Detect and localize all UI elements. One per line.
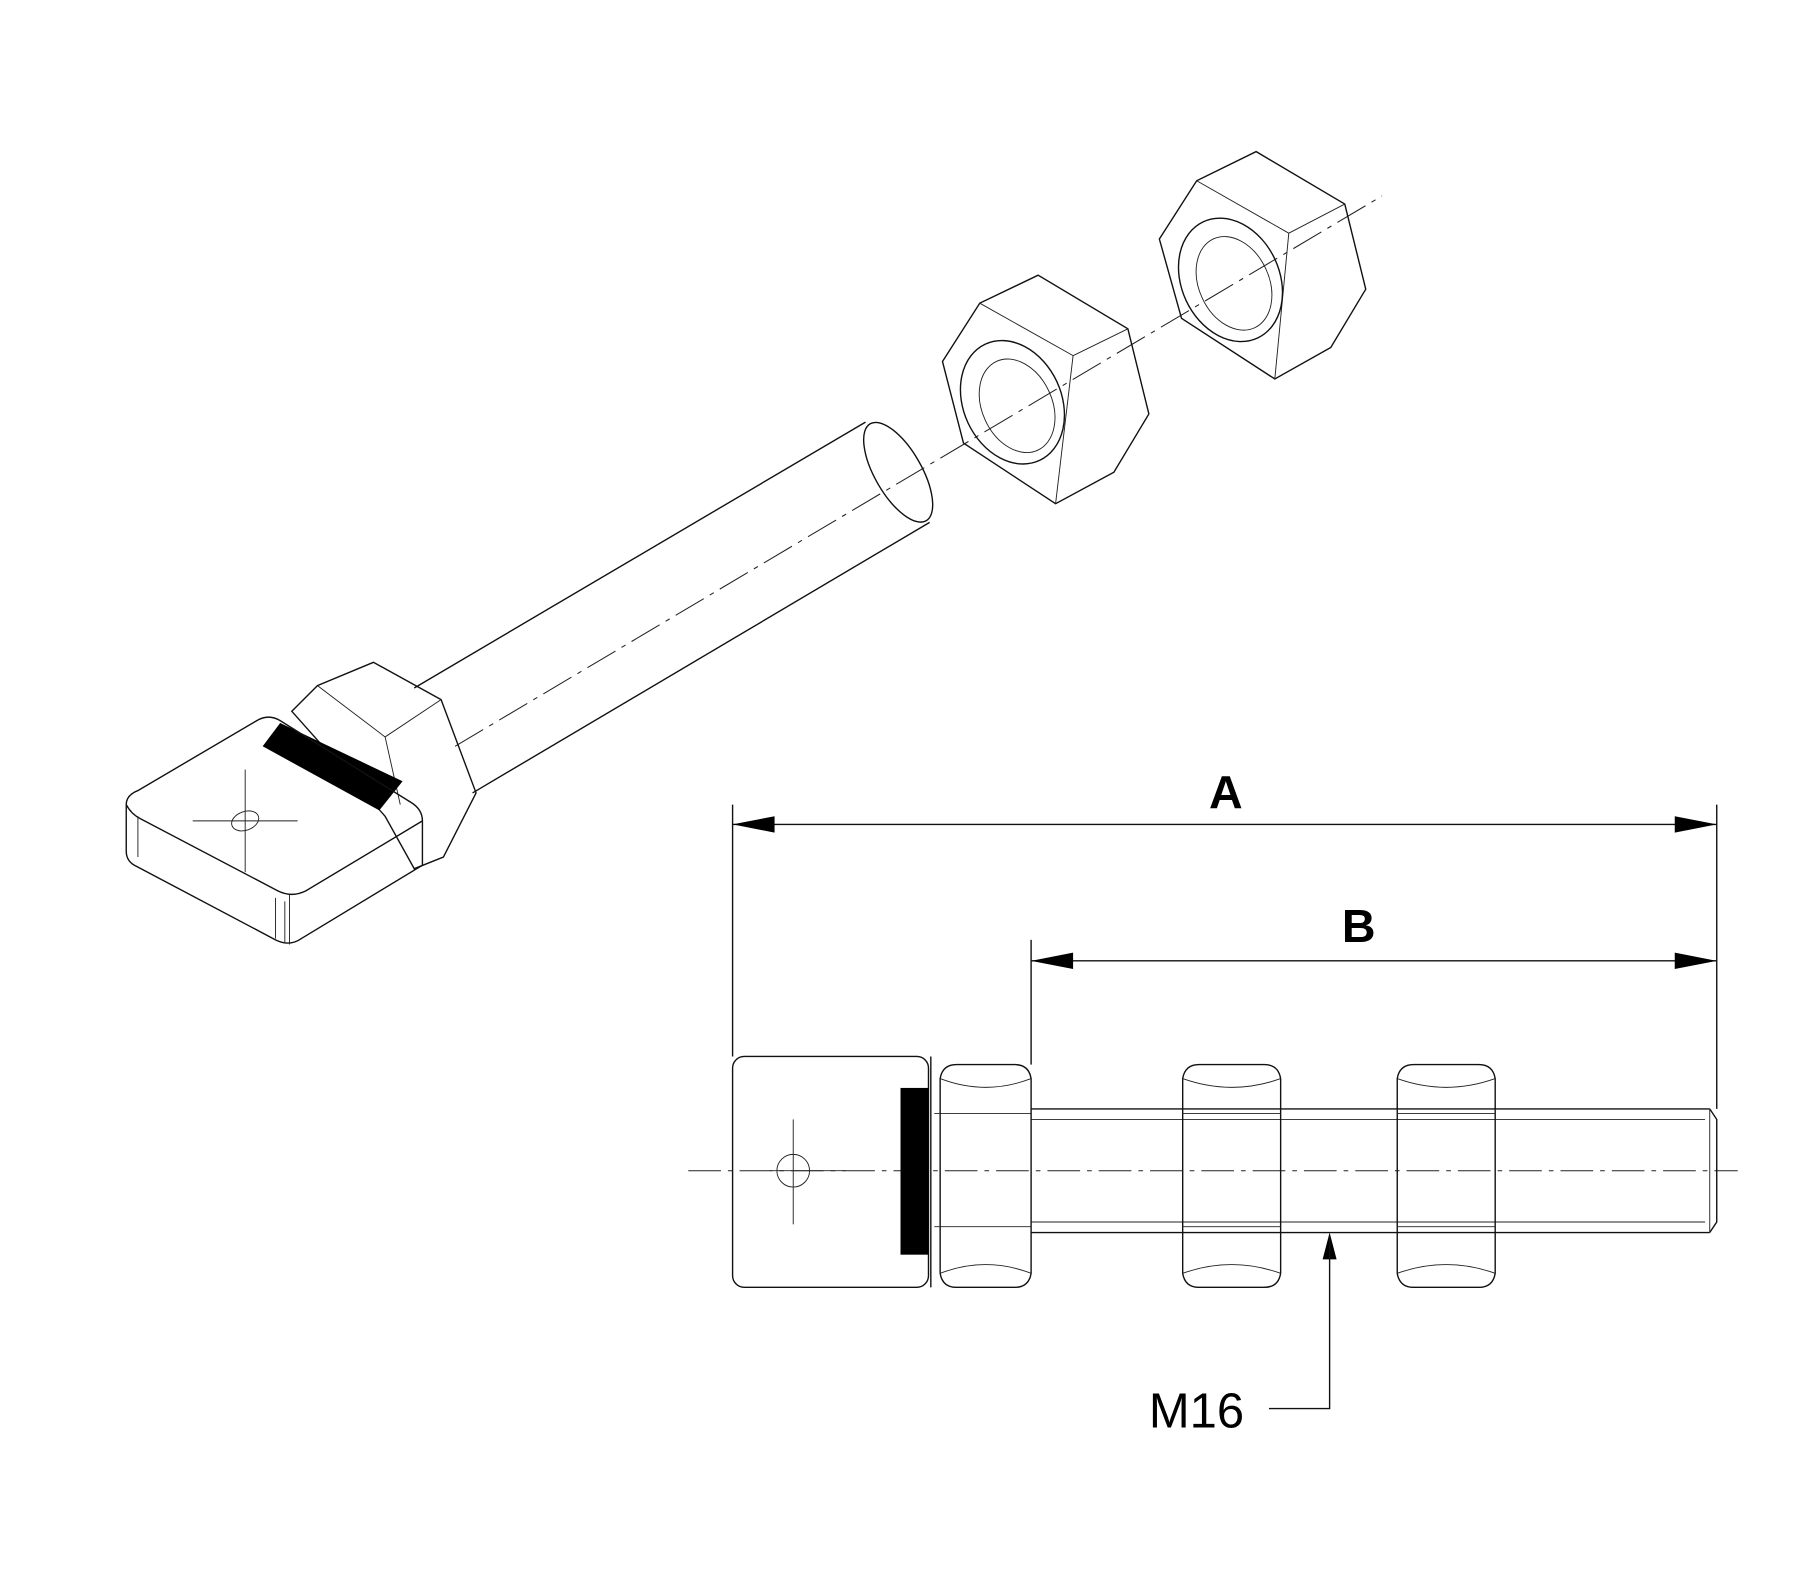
swivel-pad: [125, 716, 424, 945]
thread-callout-label: M16: [1149, 1384, 1244, 1438]
isometric-view: [125, 150, 1383, 945]
dimension-b: B: [1030, 900, 1717, 1065]
pad-side: [731, 1055, 930, 1289]
rod-side: [1031, 1108, 1718, 1234]
dimension-a: A: [731, 766, 1718, 1109]
hex-nut-side-2: [1396, 1063, 1496, 1289]
rubber-insert-side: [900, 1087, 929, 1255]
hex-nut-2: [1158, 150, 1367, 380]
dimension-b-label: B: [1342, 900, 1376, 952]
dimension-a-label: A: [1209, 766, 1243, 818]
rubber-insert: [262, 722, 403, 811]
threaded-rod: [413, 421, 934, 794]
hex-nut-side-head: [930, 1056, 1032, 1289]
hex-nut-1: [941, 274, 1150, 505]
side-view: A B M16: [688, 766, 1738, 1438]
thread-callout: M16: [1149, 1232, 1337, 1438]
hex-nut-side-1: [1181, 1063, 1282, 1289]
